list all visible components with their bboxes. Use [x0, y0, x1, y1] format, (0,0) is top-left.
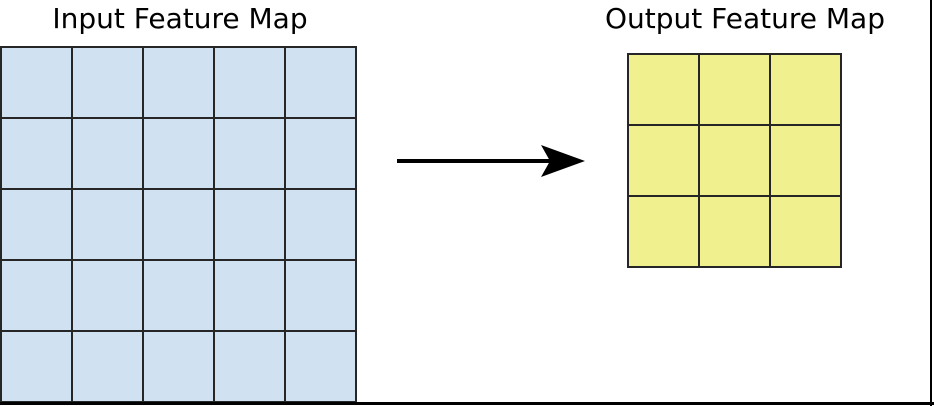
- input-feature-map-grid: [0, 46, 357, 403]
- grid-cell: [628, 196, 699, 267]
- frame-bottom-border: [0, 402, 934, 405]
- grid-cell: [770, 125, 841, 196]
- grid-cell: [214, 260, 285, 331]
- grid-cell: [285, 118, 356, 189]
- grid-cell: [770, 54, 841, 125]
- grid-cell: [699, 54, 770, 125]
- grid-cell: [285, 260, 356, 331]
- grid-cell: [72, 189, 143, 260]
- grid-cell: [143, 47, 214, 118]
- grid-cell: [214, 189, 285, 260]
- grid-cell: [285, 47, 356, 118]
- grid-cell: [1, 118, 72, 189]
- grid-cell: [214, 331, 285, 402]
- grid-cell: [699, 125, 770, 196]
- output-feature-map-grid: [627, 53, 842, 268]
- frame-right-border: [930, 0, 932, 406]
- grid-cell: [1, 260, 72, 331]
- grid-cell: [285, 189, 356, 260]
- grid-cell: [628, 54, 699, 125]
- grid-cell: [1, 331, 72, 402]
- grid-cell: [628, 125, 699, 196]
- arrow-right-icon: [397, 145, 585, 177]
- grid-cell: [72, 260, 143, 331]
- output-feature-map-title: Output Feature Map: [605, 2, 885, 35]
- grid-cell: [1, 189, 72, 260]
- grid-cell: [1, 47, 72, 118]
- grid-cell: [72, 118, 143, 189]
- grid-cell: [143, 118, 214, 189]
- grid-cell: [214, 47, 285, 118]
- grid-cell: [143, 260, 214, 331]
- grid-cell: [72, 331, 143, 402]
- grid-cell: [143, 189, 214, 260]
- input-feature-map-title: Input Feature Map: [52, 2, 308, 35]
- grid-cell: [214, 118, 285, 189]
- grid-cell: [72, 47, 143, 118]
- grid-cell: [770, 196, 841, 267]
- grid-cell: [699, 196, 770, 267]
- grid-cell: [285, 331, 356, 402]
- grid-cell: [143, 331, 214, 402]
